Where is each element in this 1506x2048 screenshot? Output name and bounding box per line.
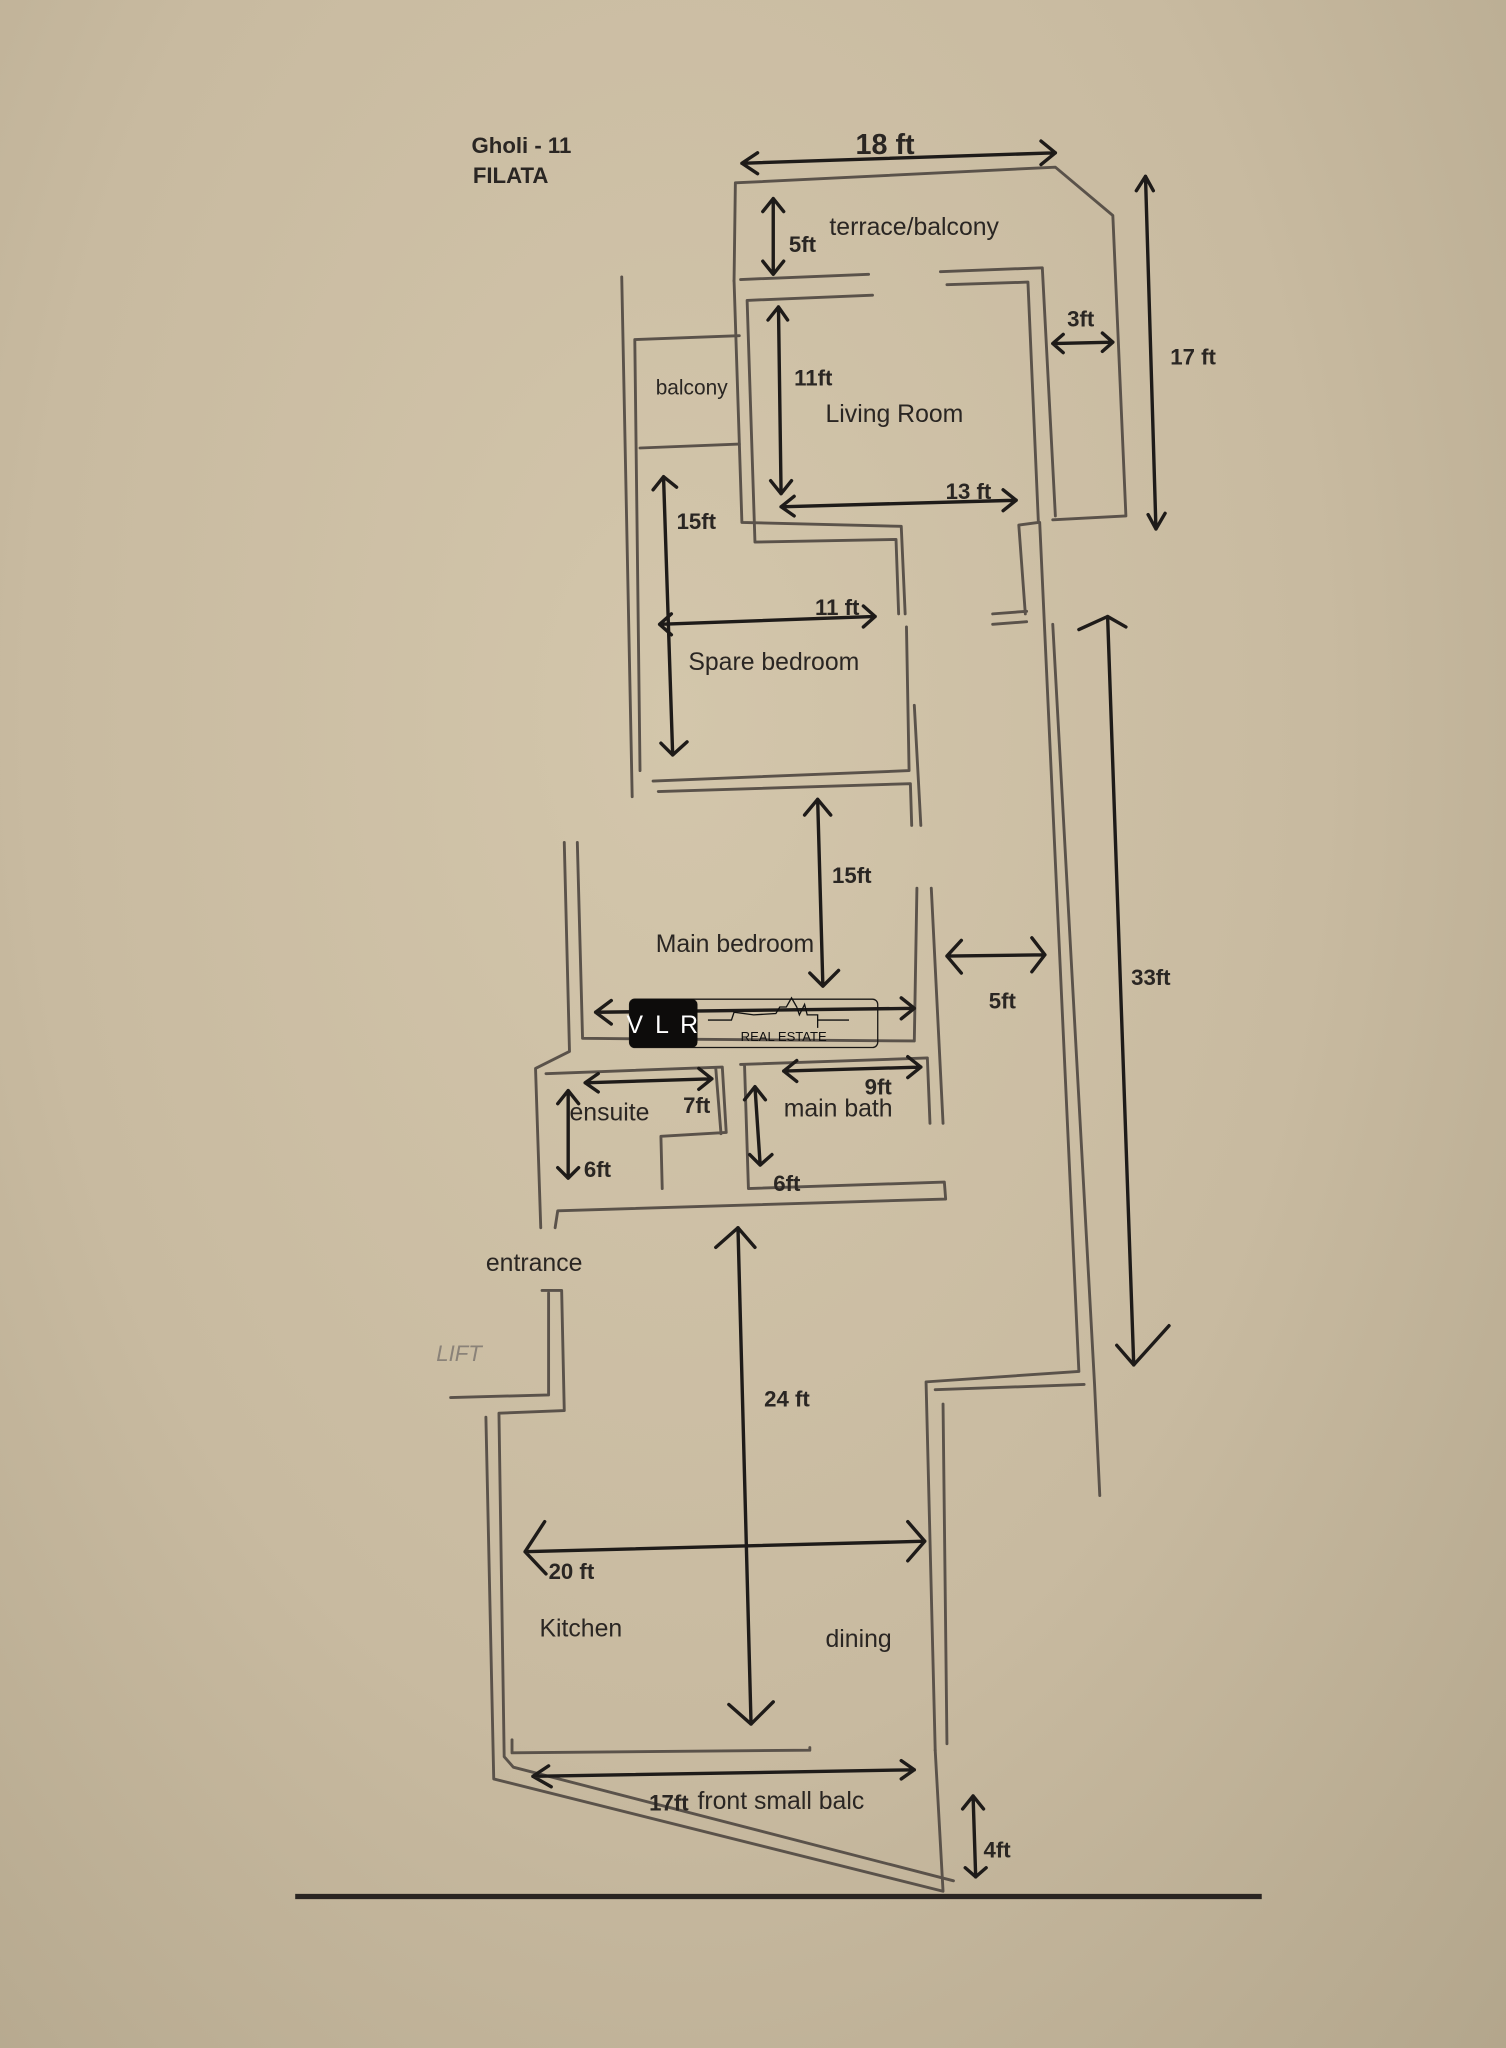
- arrow-11ft-spare: [657, 604, 877, 637]
- dim-bath-width: 9ft: [865, 1075, 893, 1100]
- dim-top-width: 18 ft: [856, 129, 915, 161]
- arrow-17ft-balc: [531, 1758, 917, 1789]
- watermark-logo-box: [629, 999, 698, 1048]
- dim-spare-height: 15ft: [677, 509, 717, 534]
- arrow-15ft-main: [802, 797, 841, 988]
- room-ensuite-label: ensuite: [569, 1100, 649, 1127]
- arrow-3ft: [1051, 331, 1115, 355]
- room-front-balc-label: front small balc: [697, 1788, 864, 1815]
- room-entrance-label: entrance: [486, 1250, 583, 1277]
- room-main-bath-label: main bath: [784, 1096, 893, 1123]
- arrow-20ft: [523, 1519, 927, 1576]
- dim-ensuite-height: 6ft: [584, 1157, 612, 1182]
- dim-living-width: 13 ft: [946, 479, 992, 504]
- arrow-7ft: [583, 1066, 714, 1094]
- watermark-text: REAL ESTATE: [741, 1029, 827, 1044]
- arrow-13ft: [779, 488, 1018, 518]
- room-main-bedroom-label: Main bedroom: [656, 931, 815, 958]
- vlr-watermark: V L R REAL ESTATE: [626, 996, 879, 1049]
- dim-spare-width: 11 ft: [815, 595, 860, 620]
- dim-living-height: 11ft: [794, 365, 833, 390]
- room-balcony-label: balcony: [656, 376, 729, 399]
- dim-right-gap: 3ft: [1067, 307, 1095, 332]
- room-kitchen-label: Kitchen: [539, 1616, 622, 1643]
- dim-kitchen-height: 24 ft: [764, 1387, 810, 1412]
- entrance-wall: [449, 1289, 955, 1893]
- arrow-11ft-living: [766, 305, 794, 496]
- lift-label: LIFT: [436, 1341, 483, 1366]
- arrow-9ft: [781, 1054, 923, 1084]
- arrow-17ft: [1134, 174, 1167, 531]
- arrow-33ft: [1077, 614, 1171, 1367]
- dim-right-long-height: 33ft: [1131, 965, 1171, 990]
- terrace-outer-wall: [732, 165, 1128, 522]
- room-spare-label: Spare bedroom: [688, 649, 859, 676]
- dim-main-bed-height: 15ft: [832, 863, 872, 888]
- arrow-6ft-bath: [742, 1084, 774, 1167]
- header-line1: Gholi - 11: [472, 133, 572, 158]
- dim-bath-height: 6ft: [773, 1171, 801, 1196]
- dining-right-wall: [510, 1383, 1086, 1755]
- terrace-inner-wall: [739, 266, 1057, 518]
- arrow-6ft-ensuite: [556, 1088, 581, 1180]
- dim-front-balc-depth: 4ft: [984, 1837, 1012, 1862]
- arrow-18ft: [740, 139, 1058, 176]
- dim-terrace-depth: 5ft: [789, 232, 817, 257]
- bath-wall: [544, 1056, 948, 1230]
- header-line2: FILATA: [473, 163, 549, 188]
- skyline-icon: [707, 996, 849, 1028]
- walls: [449, 165, 1128, 1893]
- living-wall: [745, 280, 1040, 616]
- dim-front-balc-width: 17ft: [649, 1790, 689, 1815]
- room-dining-label: dining: [825, 1626, 891, 1653]
- balcony-wall: [620, 275, 741, 799]
- arrow-5ft-corridor: [945, 936, 1047, 975]
- main-bedroom-wall: [534, 841, 945, 1230]
- spare-wall: [651, 625, 923, 827]
- dim-kitchen-width: 20 ft: [549, 1559, 595, 1584]
- dim-corridor-width: 5ft: [989, 988, 1017, 1013]
- room-living-label: Living Room: [825, 401, 963, 428]
- arrow-24ft: [714, 1226, 775, 1726]
- dim-ensuite-width: 7ft: [683, 1093, 711, 1118]
- living-outer-left: [732, 279, 907, 616]
- arrow-4ft: [960, 1794, 988, 1879]
- corridor-right-wall: [924, 521, 1102, 1752]
- room-terrace-label: terrace/balcony: [829, 214, 999, 241]
- dimension-arrows: [295, 139, 1262, 1900]
- watermark-logo-text: V L R: [626, 1012, 700, 1039]
- dim-right-top-height: 17 ft: [1170, 344, 1216, 369]
- arrow-5ft: [761, 196, 786, 276]
